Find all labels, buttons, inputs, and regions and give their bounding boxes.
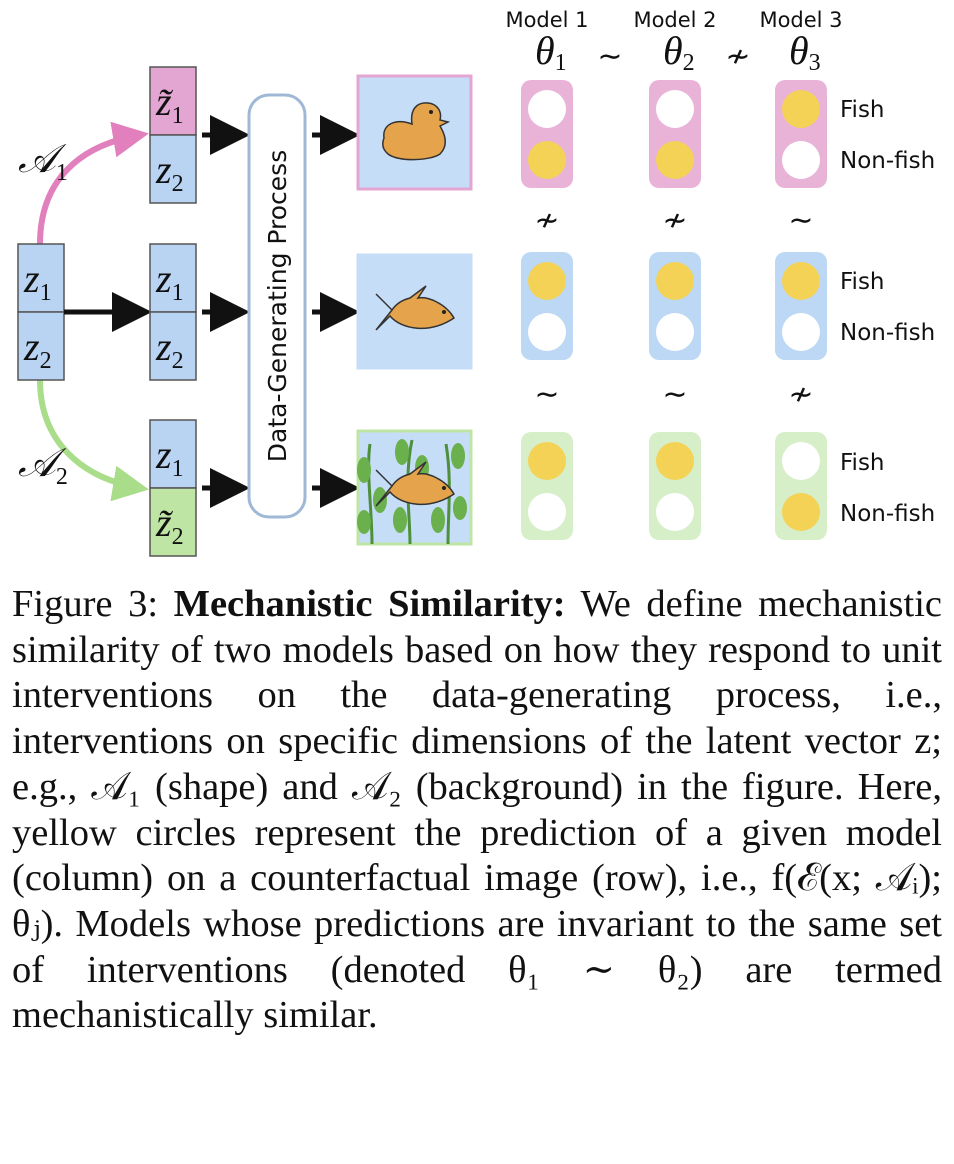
- latent-z2: z2: [23, 324, 52, 374]
- prediction-selected-circle: [656, 141, 694, 179]
- image-duck: [356, 74, 473, 191]
- relation-model2-model3: ≁: [725, 39, 750, 74]
- latent-z1: z1: [155, 432, 184, 482]
- prediction-empty-circle: [782, 442, 820, 480]
- theta-1: θ1: [535, 28, 567, 76]
- duck-icon: [382, 102, 451, 161]
- model-3-header: Model 3: [759, 8, 842, 32]
- fish-icon: [375, 285, 455, 331]
- class-label-non-fish: Non-fish: [840, 148, 935, 174]
- relation-row1-row2-model2: ≁: [662, 203, 687, 238]
- latent-z2-tilde: z̃2: [155, 500, 184, 550]
- latent-z1: z1: [155, 256, 184, 306]
- model-1-header: Model 1: [505, 8, 588, 32]
- prediction-empty-circle: [656, 90, 694, 128]
- prediction-selected-circle: [528, 262, 566, 300]
- intervention-a1-label: 𝒜1: [18, 136, 68, 186]
- relation-row2-row3-model3: ≁: [788, 377, 813, 412]
- prediction-selected-circle: [656, 442, 694, 480]
- prediction-empty-circle: [782, 313, 820, 351]
- class-label-fish: Fish: [840, 269, 885, 295]
- row1-latent-vector: z̃1 z2: [149, 66, 197, 204]
- data-generating-process: Data-Generating Process: [247, 93, 307, 519]
- relation-row2-row3-model1: ∼: [534, 377, 559, 412]
- theta-3: θ3: [789, 28, 821, 76]
- prediction-panels: [521, 80, 827, 540]
- prediction-selected-circle: [782, 90, 820, 128]
- latent-z2: z2: [155, 324, 184, 374]
- class-label-non-fish: Non-fish: [840, 320, 935, 346]
- image-fish: [356, 253, 473, 370]
- prediction-empty-circle: [656, 313, 694, 351]
- mechanistic-similarity-diagram: 𝒜1 𝒜2 z1 z2 z̃1 z2 z1 z2 z1 z̃2 Data-Gen…: [17, 8, 935, 557]
- relation-row2-row3-model2: ∼: [662, 377, 687, 412]
- relation-row1-row2-model3: ∼: [788, 203, 813, 238]
- prediction-empty-circle: [782, 141, 820, 179]
- intervention-a1-arrow: [37, 121, 149, 245]
- model-2-header: Model 2: [633, 8, 716, 32]
- intervention-a2-arrow: [37, 379, 149, 502]
- prediction-selected-circle: [782, 262, 820, 300]
- prediction-selected-circle: [782, 493, 820, 531]
- row3-latent-vector: z1 z̃2: [149, 419, 197, 557]
- prediction-empty-circle: [528, 313, 566, 351]
- caption-title: Mechanistic Similarity:: [173, 583, 566, 625]
- prediction-empty-circle: [656, 493, 694, 531]
- fish-icon: [375, 461, 455, 507]
- relation-model1-model2: ∼: [597, 39, 622, 74]
- process-label: Data-Generating Process: [263, 150, 292, 462]
- caption-label: Figure 3:: [12, 583, 159, 625]
- image-fish-in-plants: [356, 429, 473, 546]
- theta-2: θ2: [663, 28, 695, 76]
- prediction-selected-circle: [656, 262, 694, 300]
- caption-text: We define mechanistic similarity of two …: [12, 583, 943, 1037]
- class-label-non-fish: Non-fish: [840, 501, 935, 527]
- class-label-fish: Fish: [840, 450, 885, 476]
- latent-z1-tilde: z̃1: [155, 79, 184, 129]
- original-latent-vector: z1 z2: [17, 243, 65, 381]
- latent-z2: z2: [155, 147, 184, 197]
- prediction-empty-circle: [528, 90, 566, 128]
- prediction-selected-circle: [528, 442, 566, 480]
- prediction-empty-circle: [528, 493, 566, 531]
- prediction-selected-circle: [528, 141, 566, 179]
- row2-latent-vector: z1 z2: [149, 243, 197, 381]
- class-label-fish: Fish: [840, 97, 885, 123]
- latent-z1: z1: [23, 256, 52, 306]
- relation-row1-row2-model1: ≁: [534, 203, 559, 238]
- figure-caption: Figure 3: Mechanistic Similarity: We def…: [12, 582, 942, 1039]
